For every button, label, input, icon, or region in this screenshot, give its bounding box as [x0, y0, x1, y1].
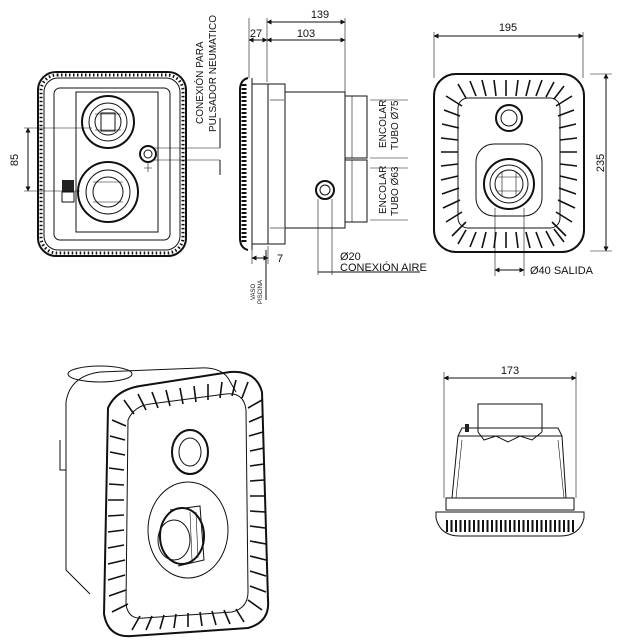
dim-air-diameter: Ø20 — [340, 251, 361, 263]
label-encolar-075-b: TUBO Ø75 — [390, 100, 401, 150]
label-conexion-aire: CONEXIÓN AIRE — [340, 261, 427, 274]
label-pulsador-neumatico: PULSADOR NEUMATICO — [208, 15, 219, 132]
dim-139: 139 — [311, 9, 329, 21]
label-encolar-075-a: ENCOLAR — [378, 100, 389, 148]
rear-perforation-ring — [39, 73, 185, 255]
label-encolar-063-b: TUBO Ø63 — [390, 166, 401, 216]
dim-85: 85 — [9, 154, 21, 166]
label-piscina: PISCINA — [258, 280, 264, 304]
front-grille-slots — [440, 79, 578, 249]
dim-7: 7 — [277, 253, 283, 265]
dim-173: 173 — [501, 365, 519, 377]
dim-235: 235 — [595, 154, 607, 172]
top-view: 173 — [435, 365, 585, 537]
dim-outlet: Ø40 SALIDA — [530, 265, 594, 277]
label-encolar-063-a: ENCOLAR — [378, 166, 389, 214]
front-view: 195 235 Ø40 SALIDA — [433, 22, 612, 277]
dim-195: 195 — [499, 22, 517, 34]
isometric-view — [59, 365, 270, 638]
rear-view: 85 CONEXIÓN PARA PULSADOR NEUMATICO — [9, 15, 221, 257]
label-vaso: VASO — [251, 283, 257, 300]
label-conexion-para: CONEXIÓN PARA — [193, 41, 206, 124]
dim-27: 27 — [250, 28, 262, 40]
dim-103: 103 — [297, 28, 315, 40]
side-view: 139 27 103 ENCOLAR TUBO Ø75 ENCOLAR TUBO… — [239, 9, 427, 304]
iso-grille-slots — [107, 379, 267, 631]
